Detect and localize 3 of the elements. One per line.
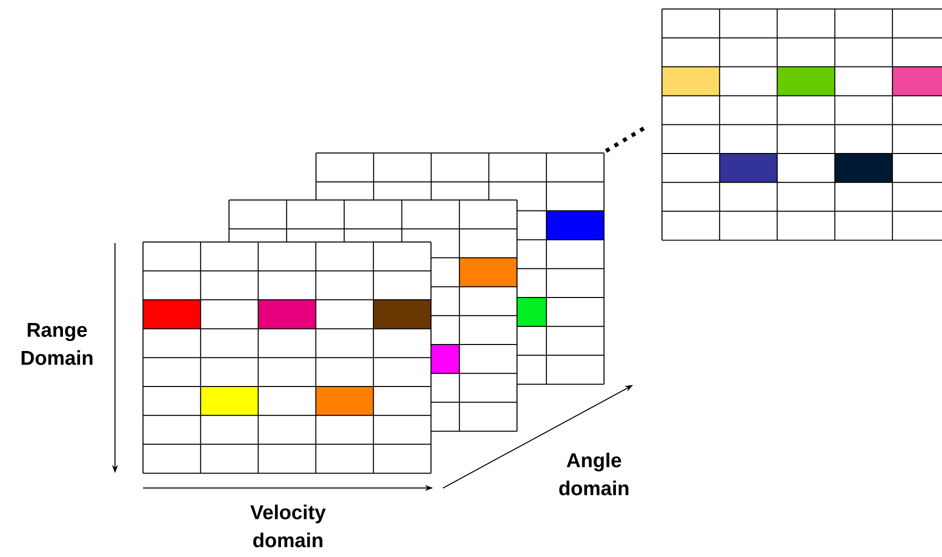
axis-label: Range Domain [22, 323, 92, 365]
axis-label: Angle domain [559, 452, 628, 496]
axis-label: Velocity domain [250, 504, 326, 548]
